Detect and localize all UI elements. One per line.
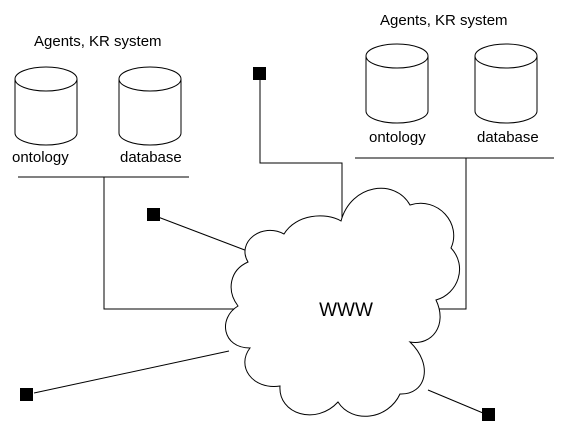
network-nodes	[20, 67, 495, 421]
right-database-cylinder	[474, 43, 538, 124]
right-ontology-label: ontology	[369, 129, 426, 146]
right-database-label: database	[477, 129, 539, 146]
upper-left-node	[147, 208, 160, 221]
top-node	[253, 67, 266, 80]
left-site-link	[103, 177, 236, 310]
right-site: Agents, KR system ontology database	[365, 12, 539, 146]
network-label: WWW	[319, 300, 373, 321]
connection-lines	[18, 80, 554, 414]
right-site-title: Agents, KR system	[380, 12, 508, 29]
left-site-title: Agents, KR system	[34, 33, 162, 50]
upper-left-node-link	[157, 216, 251, 253]
right-ontology-cylinder	[365, 43, 429, 124]
top-node-link	[259, 80, 343, 222]
lower-right-node-link	[427, 389, 484, 414]
www-cloud	[225, 187, 461, 417]
left-database-label: database	[120, 149, 182, 166]
lower-right-node	[482, 408, 495, 421]
lower-left-node	[20, 388, 33, 401]
left-ontology-label: ontology	[12, 149, 69, 166]
right-site-link	[434, 158, 467, 310]
left-ontology-cylinder	[14, 66, 78, 146]
left-site: Agents, KR system ontology database	[12, 33, 182, 166]
lower-left-node-link	[33, 350, 230, 394]
left-database-cylinder	[118, 66, 182, 146]
